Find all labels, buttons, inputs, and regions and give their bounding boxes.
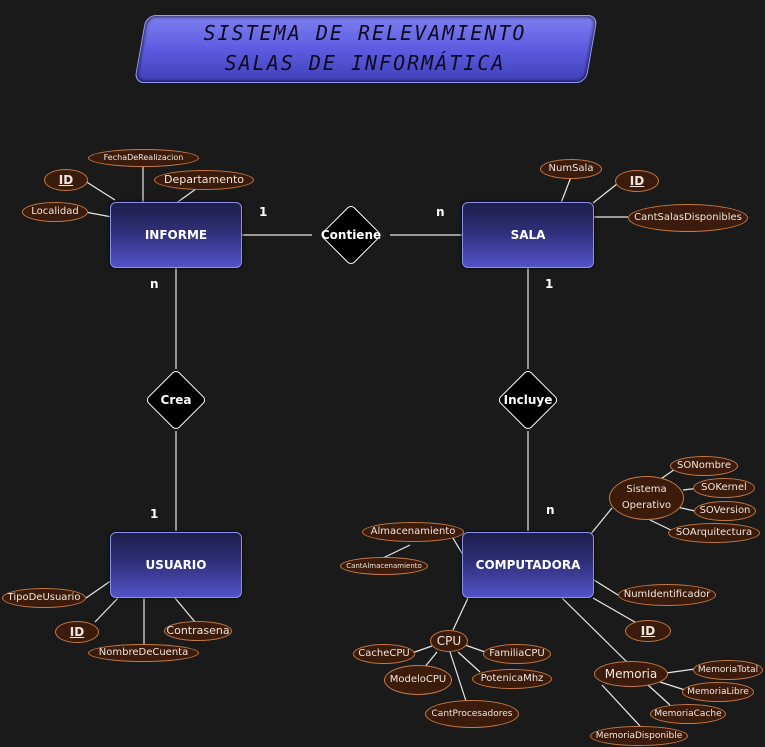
attr-num-identificador[interactable]: NumIdentificador (618, 584, 716, 606)
attr-so-version[interactable]: SOVersion (694, 501, 756, 521)
relationship-incluye[interactable]: Incluye (489, 368, 567, 432)
attr-num-sala[interactable]: NumSala (540, 159, 602, 179)
entity-computadora[interactable]: COMPUTADORA (462, 532, 594, 598)
cardinality-usuario-crea: 1 (150, 507, 159, 521)
attr-so-kernel[interactable]: SOKernel (693, 478, 755, 498)
so-label-line-2: Operativo (621, 500, 672, 511)
attr-sala-id[interactable]: ID (615, 170, 659, 192)
attr-memoria[interactable]: Memoria (594, 661, 668, 687)
attr-so-nombre[interactable]: SONombre (670, 456, 738, 476)
attr-cache-cpu[interactable]: CacheCPU (353, 644, 415, 664)
relationship-contiene[interactable]: Contiene (312, 203, 390, 267)
relationship-crea[interactable]: Crea (137, 368, 215, 432)
title-line-2: SALAS DE INFORMÁTICA (224, 51, 506, 75)
so-label-line-1: Sistema (626, 484, 667, 495)
cardinality-sala-contiene: n (436, 205, 445, 219)
attr-tipo-de-usuario[interactable]: TipoDeUsuario (2, 588, 86, 608)
attr-computadora-id[interactable]: ID (625, 620, 671, 642)
attr-memoria-cache[interactable]: MemoriaCache (650, 704, 726, 724)
attr-cant-procesadores[interactable]: CantProcesadores (425, 700, 519, 728)
attr-potencia-mhz[interactable]: PotenicaMhz (472, 669, 552, 689)
relationship-label: Crea (160, 393, 192, 407)
entity-usuario[interactable]: USUARIO (110, 532, 242, 598)
attr-cant-almacenamiento[interactable]: CantAlmacenamiento (340, 557, 428, 575)
attr-memoria-disponible[interactable]: MemoriaDisponible (590, 726, 688, 746)
attr-informe-id[interactable]: ID (44, 169, 88, 191)
attr-sistema-operativo[interactable]: Sistema Operativo (609, 476, 684, 520)
relationship-label: Contiene (320, 228, 382, 242)
attr-almacenamiento[interactable]: Almacenamiento (362, 522, 464, 542)
attr-usuario-id[interactable]: ID (55, 621, 99, 643)
attr-localidad[interactable]: Localidad (22, 202, 88, 222)
attr-modelo-cpu[interactable]: ModeloCPU (384, 665, 452, 695)
title-line-1: SISTEMA DE RELEVAMIENTO (203, 21, 527, 45)
attr-cpu[interactable]: CPU (430, 630, 468, 652)
entity-sala[interactable]: SALA (462, 202, 594, 268)
attr-cant-salas-disponibles[interactable]: CantSalasDisponibles (628, 204, 748, 232)
attr-departamento[interactable]: Departamento (154, 170, 254, 190)
relationship-label: Incluye (503, 393, 553, 407)
attr-nombre-de-cuenta[interactable]: NombreDeCuenta (88, 644, 199, 662)
entity-informe[interactable]: INFORME (110, 202, 242, 268)
diagram-title: SISTEMA DE RELEVAMIENTO SALAS DE INFORMÁ… (140, 15, 590, 81)
cardinality-informe-contiene: 1 (259, 205, 268, 219)
cardinality-informe-crea: n (150, 277, 159, 291)
attr-memoria-total[interactable]: MemoriaTotal (693, 660, 763, 680)
attr-familia-cpu[interactable]: FamiliaCPU (483, 644, 551, 664)
cardinality-computadora-incluye: n (546, 503, 555, 517)
attr-so-arquitectura[interactable]: SOArquitectura (668, 523, 760, 543)
attr-fecha-de-realizacion[interactable]: FechaDeRealizacion (88, 149, 199, 167)
attr-memoria-libre[interactable]: MemoriaLibre (682, 682, 754, 702)
cardinality-sala-incluye: 1 (545, 277, 554, 291)
attr-contrasena[interactable]: Contrasena (164, 621, 232, 641)
